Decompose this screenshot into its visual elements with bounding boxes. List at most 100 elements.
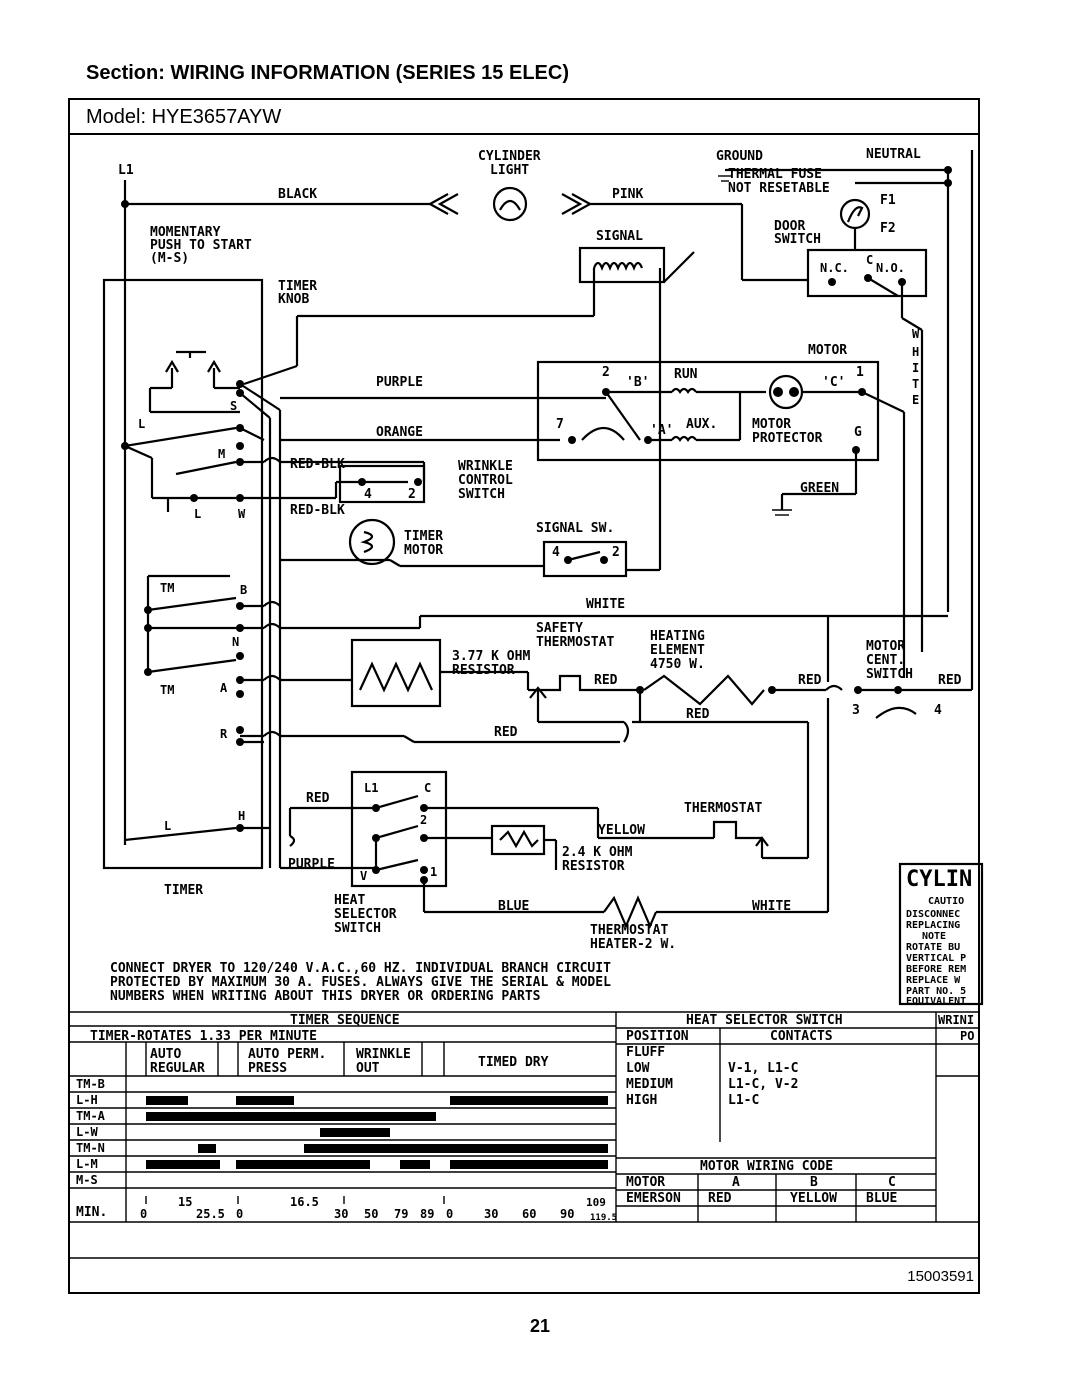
diagram-label: H	[238, 809, 245, 823]
diagram-label: NEUTRAL	[866, 147, 921, 162]
diagram-label: MOTOR	[866, 639, 905, 654]
diagram-label: 3.77 K OHM	[452, 649, 530, 664]
diagram-label: TIMER-ROTATES 1.33 PER MINUTE	[90, 1029, 317, 1044]
diagram-label: MIN.	[76, 1205, 107, 1220]
document-number: 15003591	[907, 1268, 974, 1285]
diagram-label: TM-N	[76, 1141, 105, 1155]
diagram-label: BLUE	[498, 899, 529, 914]
diagram-label: SWITCH	[334, 921, 381, 936]
diagram-label: M	[218, 447, 225, 461]
diagram-label: 0	[236, 1207, 243, 1221]
diagram-label: THERMOSTAT	[536, 635, 614, 650]
diagram-label: YELLOW	[598, 823, 645, 838]
diagram-label: 50	[364, 1207, 378, 1221]
diagram-label: W	[912, 327, 920, 341]
page-number: 21	[529, 1316, 551, 1336]
diagram-label: CONTACTS	[770, 1029, 833, 1044]
diagram-label: 109	[586, 1196, 606, 1209]
diagram-label: 3	[852, 703, 860, 718]
diagram-label: H	[912, 345, 919, 359]
diagram-label: 89	[420, 1207, 434, 1221]
diagram-label: RUN	[674, 367, 698, 382]
diagram-label: TIMER	[164, 883, 203, 898]
diagram-label: L	[138, 417, 145, 431]
diagram-label: ROTATE BU	[906, 942, 960, 953]
diagram-label: 25.5	[196, 1207, 225, 1221]
diagram-label: REPLACING	[906, 920, 960, 931]
diagram-label: SWITCH	[866, 667, 913, 682]
diagram-label: RESISTOR	[452, 663, 515, 678]
diagram-label: WRINI	[938, 1013, 974, 1027]
diagram-label: SIGNAL	[596, 229, 643, 244]
diagram-label: 'C'	[822, 375, 845, 390]
label-l1: L1	[118, 163, 134, 178]
diagram-label: CAUTIO	[928, 896, 964, 907]
page-frame	[68, 98, 980, 1294]
diagram-label: TM-B	[76, 1077, 105, 1091]
diagram-label: NOT RESETABLE	[728, 181, 830, 196]
diagram-label: 30	[484, 1207, 498, 1221]
diagram-label: EMERSON	[626, 1191, 681, 1206]
diagram-label: C	[424, 781, 431, 795]
diagram-label: MOTOR	[404, 543, 443, 558]
diagram-label: L-M	[76, 1157, 98, 1171]
diagram-label: L-H	[76, 1093, 98, 1107]
diagram-label: LOW	[626, 1061, 650, 1076]
diagram-label: PURPLE	[376, 375, 423, 390]
diagram-label: VERTICAL P	[906, 953, 966, 964]
diagram-label: POSITION	[626, 1029, 689, 1044]
diagram-label: AUTO	[150, 1047, 181, 1062]
note-line-3: NUMBERS WHEN WRITING ABOUT THIS DRYER OR…	[110, 989, 541, 1004]
diagram-label: YELLOW	[790, 1191, 837, 1206]
diagram-label: TIMER	[278, 279, 317, 294]
diagram-label: RED	[494, 725, 518, 740]
diagram-label: HEATER-2 W.	[590, 937, 676, 952]
diagram-label: REGULAR	[150, 1061, 205, 1076]
diagram-label: G	[854, 425, 862, 440]
diagram-label: MOTOR WIRING CODE	[700, 1159, 833, 1174]
diagram-label: RED	[594, 673, 618, 688]
diagram-label: 119.5	[590, 1213, 617, 1223]
diagram-label: N.O.	[876, 261, 905, 275]
diagram-label: TM	[160, 581, 174, 595]
diagram-label: E	[912, 393, 919, 407]
diagram-label: 'B'	[626, 375, 649, 390]
diagram-label: PO	[960, 1029, 974, 1043]
diagram-label: CYLIN	[906, 867, 972, 892]
diagram-label: WHITE	[752, 899, 791, 914]
diagram-label: MOTOR	[808, 343, 847, 358]
diagram-label: 15	[178, 1195, 192, 1209]
diagram-label: T	[912, 377, 919, 391]
diagram-label: HEAT	[334, 893, 365, 908]
diagram-label: WHITE	[586, 597, 625, 612]
diagram-label: TIMED DRY	[478, 1055, 549, 1070]
diagram-label: 4	[364, 487, 372, 502]
diagram-label: SIGNAL SW.	[536, 521, 614, 536]
section-title: Section: WIRING INFORMATION (SERIES 15 E…	[86, 62, 569, 84]
diagram-label: 4750 W.	[650, 657, 705, 672]
diagram-label: L-W	[76, 1125, 98, 1139]
diagram-label: TM-A	[76, 1109, 106, 1123]
diagram-label: BLACK	[278, 187, 317, 202]
diagram-label: 1	[856, 365, 864, 380]
diagram-label: C	[866, 253, 873, 267]
diagram-label: BEFORE REM	[906, 964, 966, 975]
diagram-label: PURPLE	[288, 857, 335, 872]
diagram-label: RED	[686, 707, 710, 722]
diagram-label: GROUND	[716, 149, 763, 164]
diagram-label: B	[810, 1175, 818, 1190]
diagram-label: THERMAL FUSE	[728, 167, 822, 182]
diagram-label: HEAT SELECTOR SWITCH	[686, 1013, 843, 1028]
diagram-label: 60	[522, 1207, 536, 1221]
diagram-label: B	[240, 583, 247, 597]
diagram-label: 1	[430, 865, 437, 879]
diagram-label: 2	[612, 545, 620, 560]
diagram-label: L1-C	[728, 1093, 759, 1108]
diagram-label: ELEMENT	[650, 643, 705, 658]
diagram-label: F1	[880, 193, 896, 208]
diagram-label: PROTECTOR	[752, 431, 823, 446]
diagram-label: 30	[334, 1207, 348, 1221]
diagram-label: PINK	[612, 187, 643, 202]
diagram-label: 'A'	[650, 423, 673, 438]
diagram-label: HEATING	[650, 629, 705, 644]
